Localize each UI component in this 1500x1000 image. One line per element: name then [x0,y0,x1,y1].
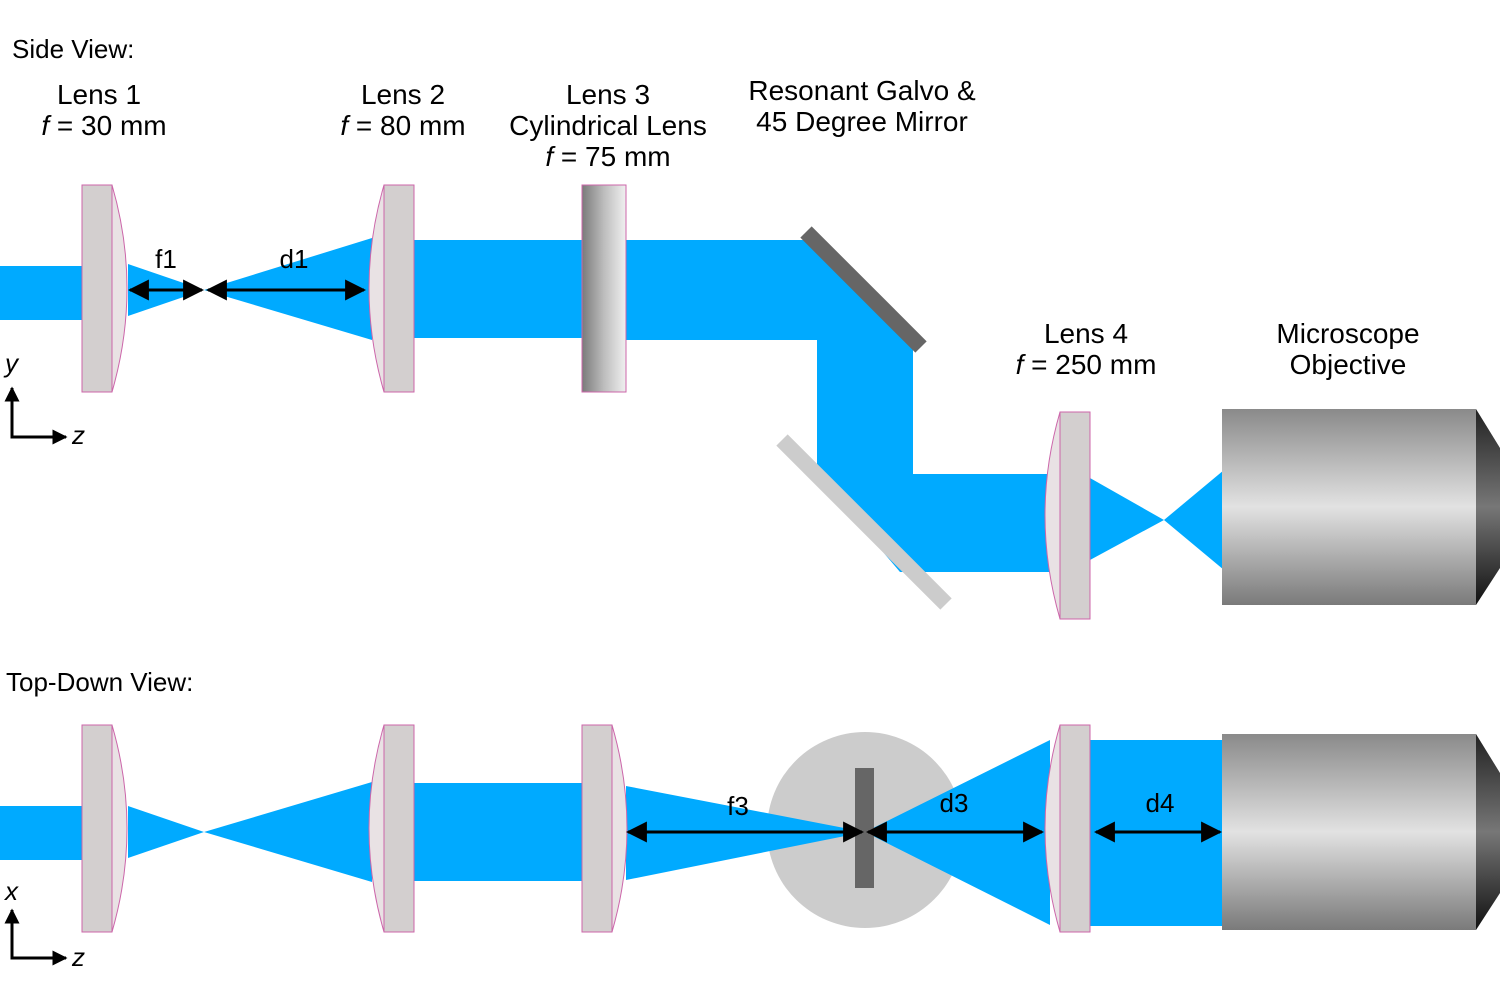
svg-text:Lens 1: Lens 1 [57,79,141,110]
svg-text:Cylindrical Lens: Cylindrical Lens [509,110,707,141]
svg-text:Lens 3: Lens 3 [566,79,650,110]
side-axis-indicator: y z [3,348,85,450]
dim-label-d4: d4 [1146,788,1175,818]
top-axis-indicator: x z [3,876,85,972]
galvo-mirror-top [855,768,874,888]
axis-label-y: y [3,348,20,378]
axis-label-z-side: z [71,420,85,450]
axis-label-z-top: z [71,942,85,972]
svg-text:f = 30 mm: f = 30 mm [41,110,166,141]
label-lens-1: Lens 1 f = 30 mm [41,79,166,141]
side-lens-2 [368,184,415,393]
svg-text:Lens 2: Lens 2 [361,79,445,110]
top-lens-2 [368,724,415,933]
side-lens-4 [1044,411,1091,620]
beam-input [0,266,82,320]
fold-mirror-45 [776,434,952,610]
top-objective [1222,734,1500,930]
svg-text:Objective: Objective [1290,349,1407,380]
side-objective [1222,409,1500,605]
label-objective: Microscope Objective [1276,318,1419,380]
dim-label-d3: d3 [940,788,969,818]
galvo-mirror [800,226,927,353]
beam-vertical [817,338,913,474]
top-lens-4 [1044,724,1091,933]
dim-label-f3: f3 [727,791,749,821]
beam-collimated-2 [626,240,914,340]
side-lens-3-cylindrical [581,184,627,393]
beam-input-top [0,806,82,860]
beam-focus-4 [1090,478,1164,560]
svg-text:Lens 4: Lens 4 [1044,318,1128,349]
top-view-title: Top-Down View: [6,667,193,697]
svg-text:f = 75 mm: f = 75 mm [545,141,670,172]
dim-label-d1: d1 [280,244,309,274]
beam-collimated-1 [414,240,582,338]
svg-text:f = 80 mm: f = 80 mm [340,110,465,141]
label-galvo: Resonant Galvo & 45 Degree Mirror [748,75,976,137]
dim-label-f1: f1 [155,244,177,274]
svg-text:Microscope: Microscope [1276,318,1419,349]
top-lens-1 [81,724,128,933]
svg-text:Resonant Galvo &: Resonant Galvo & [748,75,976,106]
label-lens-3: Lens 3 Cylindrical Lens f = 75 mm [509,79,707,172]
label-lens-4: Lens 4 f = 250 mm [1016,318,1157,380]
axis-label-x: x [3,876,19,906]
beam-expand-4 [1164,470,1224,570]
side-lens-1 [81,184,128,393]
svg-text:45 Degree Mirror: 45 Degree Mirror [756,106,968,137]
side-view-title: Side View: [12,34,134,64]
top-view: Top-Down View: [0,667,1500,972]
svg-text:f = 250 mm: f = 250 mm [1016,349,1157,380]
label-lens-2: Lens 2 f = 80 mm [340,79,465,141]
side-beam [0,238,1224,572]
beam-to-lens4 [817,474,1050,572]
side-view: Side View: [0,34,1500,620]
top-lens-3 [581,724,628,933]
